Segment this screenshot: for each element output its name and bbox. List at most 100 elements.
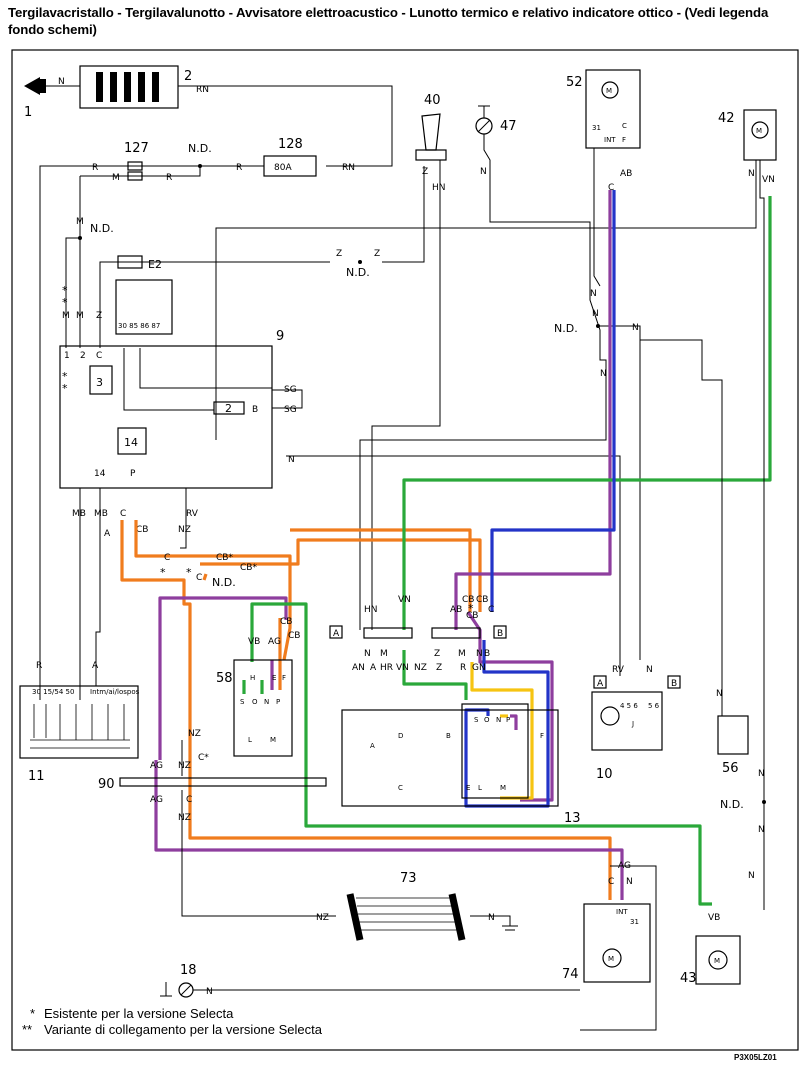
svg-text:M: M [76, 311, 84, 321]
svg-text:B: B [497, 629, 503, 639]
svg-text:N: N [480, 167, 487, 177]
svg-text:M: M [756, 127, 762, 135]
svg-text:N.D.: N.D. [720, 798, 744, 811]
svg-text:*: * [186, 566, 192, 579]
motor-74: AG C N INT 31 M 74 [562, 861, 651, 983]
svg-text:M: M [62, 311, 70, 321]
svg-text:VN: VN [396, 663, 409, 673]
svg-text:Z: Z [374, 249, 380, 259]
svg-text:INT: INT [616, 908, 628, 916]
svg-text:HN: HN [432, 183, 446, 193]
svg-text:A: A [370, 663, 377, 673]
fuse-128: 80A 128 [263, 137, 317, 177]
svg-text:C*: C* [198, 753, 209, 763]
svg-text:10: 10 [596, 767, 613, 782]
svg-text:N: N [748, 871, 755, 881]
svg-text:N: N [590, 289, 597, 299]
svg-text:NZ: NZ [414, 663, 427, 673]
svg-text:42: 42 [718, 111, 735, 126]
svg-text:*: * [62, 370, 68, 383]
svg-text:AG: AG [150, 761, 163, 771]
svg-text:N: N [758, 825, 765, 835]
svg-text:S: S [240, 698, 245, 706]
svg-text:N: N [488, 913, 495, 923]
svg-text:18: 18 [180, 963, 197, 978]
wire-purple [154, 760, 624, 900]
svg-text:80A: 80A [274, 163, 292, 173]
svg-text:5 6: 5 6 [648, 702, 660, 710]
svg-text:52: 52 [566, 75, 583, 90]
diagram-frame [11, 49, 799, 1051]
svg-text:B: B [446, 732, 451, 740]
heated-window-73: NZ 73 N [316, 871, 495, 941]
svg-text:31: 31 [592, 124, 601, 132]
svg-text:S: S [474, 716, 479, 724]
svg-text:B: B [671, 679, 677, 689]
svg-text:N: N [58, 77, 65, 87]
svg-text:CB: CB [462, 595, 474, 605]
svg-text:NZ: NZ [316, 913, 329, 923]
svg-text:A: A [333, 629, 340, 639]
svg-text:CB*: CB* [240, 563, 257, 573]
svg-text:VB: VB [708, 913, 720, 923]
svg-text:M: M [500, 784, 506, 792]
svg-text:C: C [196, 573, 202, 583]
svg-text:B: B [252, 405, 258, 415]
svg-text:A: A [370, 742, 375, 750]
svg-text:11: 11 [28, 769, 45, 784]
svg-text:CB: CB [288, 631, 300, 641]
svg-text:M: M [458, 649, 466, 659]
motor-43: M 43 [680, 935, 741, 986]
svg-text:*: * [62, 284, 68, 297]
svg-text:A: A [92, 661, 99, 671]
svg-text:RV: RV [612, 665, 625, 675]
svg-text:H: H [250, 674, 255, 682]
svg-text:N.D.: N.D. [346, 266, 370, 279]
svg-text:C: C [622, 122, 627, 130]
svg-text:CB: CB [136, 525, 148, 535]
connector-90: 90 AG NZ AG NZ NZ C* C [98, 729, 327, 823]
svg-text:4 5 6: 4 5 6 [620, 702, 638, 710]
svg-text:47: 47 [500, 119, 517, 134]
svg-text:M: M [270, 736, 276, 744]
svg-text:AB: AB [620, 169, 632, 179]
svg-text:56: 56 [722, 761, 739, 776]
svg-text:90: 90 [98, 777, 115, 792]
svg-text:NZ: NZ [178, 813, 191, 823]
svg-text:N.D.: N.D. [188, 142, 212, 155]
svg-text:O: O [484, 716, 490, 724]
svg-text:14: 14 [124, 436, 138, 449]
svg-text:RN: RN [196, 85, 209, 95]
svg-text:HR: HR [380, 663, 393, 673]
svg-text:R: R [36, 661, 42, 671]
svg-text:A: A [104, 529, 111, 539]
svg-text:GN: GN [472, 663, 486, 673]
svg-text:*: * [160, 566, 166, 579]
svg-text:N.D.: N.D. [554, 322, 578, 335]
svg-text:*: * [62, 296, 68, 309]
wire-yellow [470, 662, 534, 800]
svg-text:128: 128 [278, 137, 303, 152]
svg-text:Z: Z [336, 249, 342, 259]
switch-13: N M Z M N AN A HR VN NZ Z R GN B D A B F… [341, 649, 581, 826]
svg-text:M: M [76, 217, 84, 227]
svg-text:R: R [166, 173, 172, 183]
svg-text:N: N [288, 455, 295, 465]
motor-52: 52 M 31 INT F C [566, 69, 641, 149]
motor-42: 42 M [718, 109, 777, 161]
drawing-code: P3X05LZ01 [734, 1053, 777, 1062]
svg-text:N: N [716, 689, 723, 699]
svg-text:R: R [460, 663, 466, 673]
svg-text:O: O [252, 698, 258, 706]
wire-orange [120, 520, 612, 900]
svg-text:127: 127 [124, 141, 149, 156]
svg-text:NZ: NZ [178, 761, 191, 771]
svg-text:M: M [606, 87, 612, 95]
svg-text:N: N [476, 649, 483, 659]
wire-green [402, 196, 772, 630]
svg-text:*: * [468, 602, 474, 615]
svg-text:30 85 86 87: 30 85 86 87 [118, 322, 160, 330]
svg-text:M: M [608, 955, 614, 963]
svg-text:A: A [597, 679, 604, 689]
